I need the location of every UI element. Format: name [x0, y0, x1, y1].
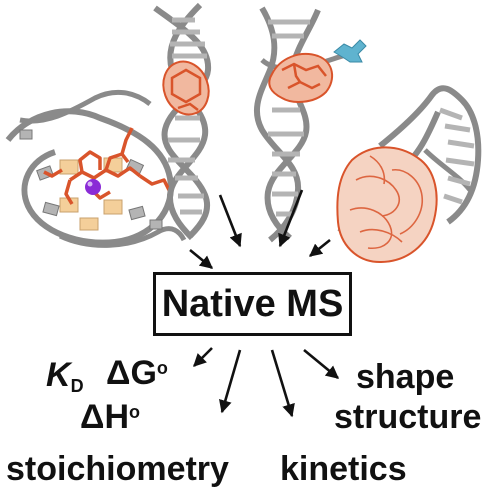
arrow-out-1: [193, 347, 213, 367]
input-arrows: [189, 189, 331, 270]
g-quadruplex-ligand-structure: [5, 89, 187, 248]
native-ms-box: Native MS: [153, 272, 352, 336]
delta-g-superscript: o: [156, 358, 168, 378]
arrow-out-4: [303, 348, 340, 380]
arrow-in-3: [278, 189, 304, 248]
kd-main: K: [46, 356, 71, 394]
arrow-in-2: [218, 194, 242, 248]
delta-g-main: ΔG: [106, 354, 157, 392]
stoichiometry-label: stoichiometry: [6, 450, 229, 488]
delta-h-label: ΔHo: [80, 400, 140, 434]
delta-h-main: ΔH: [80, 398, 129, 436]
arrow-in-4: [308, 238, 331, 258]
duplex-intercalator-structure: [153, 2, 212, 241]
shape-label: shape: [356, 358, 455, 396]
native-ms-label: Native MS: [161, 282, 344, 325]
delta-h-superscript: o: [129, 402, 140, 422]
arrow-in-1: [189, 248, 214, 270]
arrow-out-2: [219, 349, 242, 414]
arrow-out-3: [270, 349, 295, 418]
structure-label: structure: [334, 398, 482, 436]
kd-subscript: D: [70, 376, 84, 396]
output-arrows: [193, 347, 340, 418]
kd-label: KD: [46, 356, 84, 395]
kinetics-label: kinetics: [280, 450, 407, 488]
rna-protein-complex-structure: [336, 85, 482, 264]
delta-g-label: ΔGo: [106, 356, 168, 390]
